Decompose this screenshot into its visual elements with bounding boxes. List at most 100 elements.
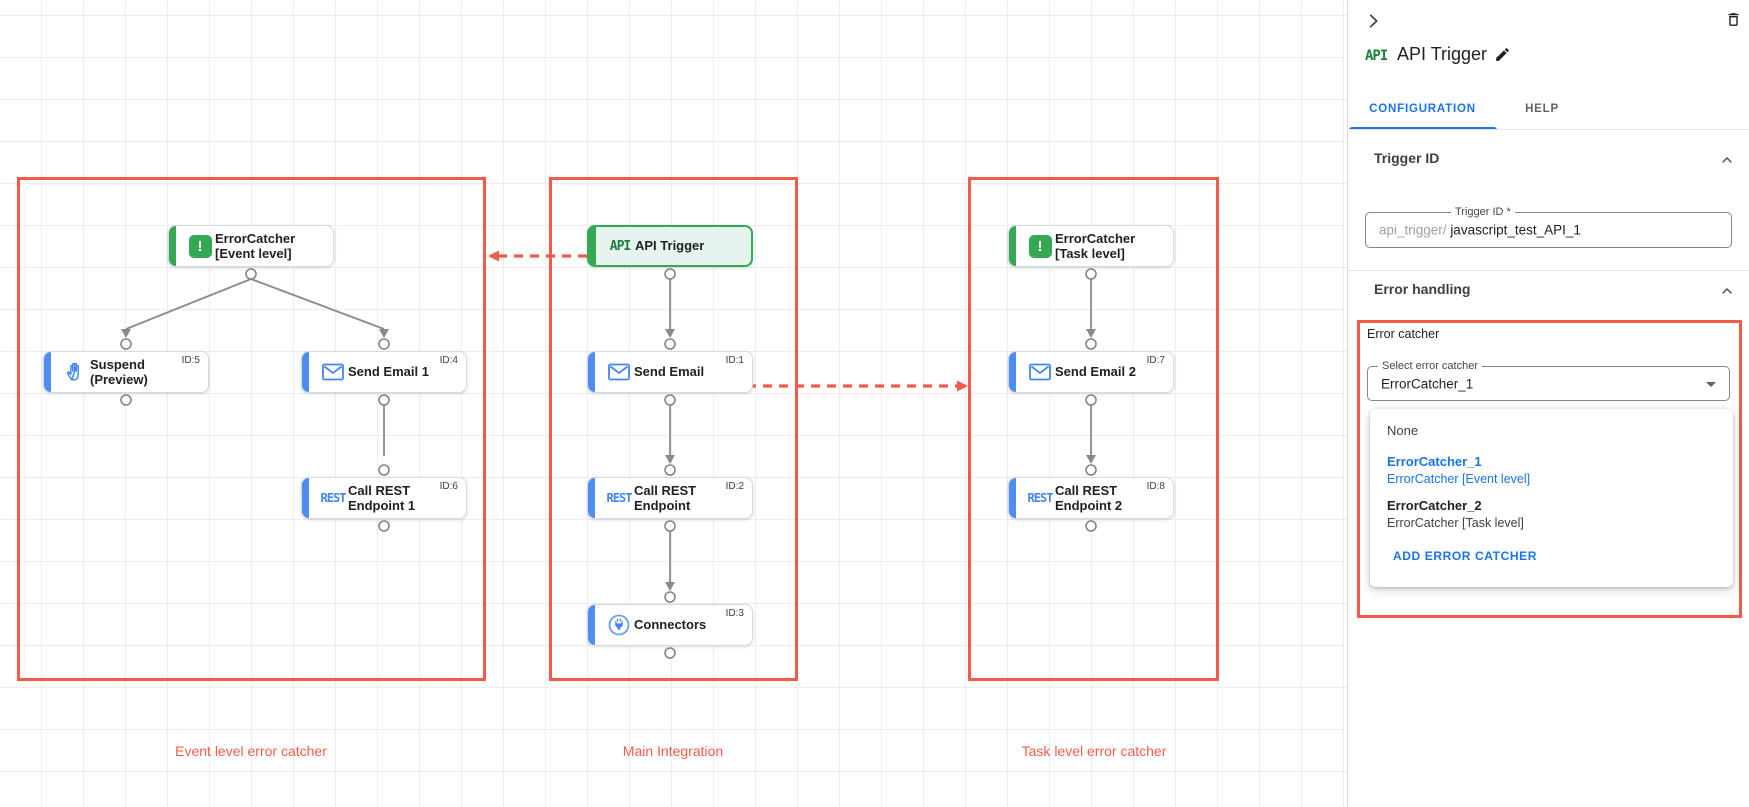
node-accent-bar [1009, 478, 1016, 518]
delete-trigger-icon[interactable] [1725, 11, 1742, 33]
node-accent-bar [588, 478, 595, 518]
node-label: Send Email [634, 364, 705, 380]
collapse-error-handling-icon[interactable] [1719, 283, 1735, 304]
node-label-2: Endpoint 2 [1055, 498, 1123, 513]
task-level-group-label: Task level error catcher [1021, 743, 1167, 759]
trigger-id-text: javascript_test_API_1 [1450, 222, 1581, 238]
node-label: Call REST [348, 482, 411, 498]
email-icon [1025, 362, 1055, 382]
node-send-email[interactable]: Send Email ID:1 [587, 351, 753, 393]
main-integration-group-label: Main Integration [622, 743, 724, 759]
node-accent-bar [1009, 226, 1016, 266]
node-id-badge: ID:1 [725, 355, 744, 366]
select-error-catcher-label: Select error catcher [1378, 360, 1482, 372]
workflow-canvas[interactable]: Event level error catcher Main Integrati… [0, 0, 1347, 807]
node-id-badge: ID:2 [725, 481, 744, 492]
select-error-catcher-value: ErrorCatcher_1 [1381, 376, 1474, 391]
trigger-id-value: api_trigger/ javascript_test_API_1 [1379, 223, 1581, 238]
tab-configuration[interactable]: CONFIGURATION [1369, 103, 1476, 115]
event-level-group-label: Event level error catcher [175, 743, 327, 759]
rest-icon: REST [1027, 491, 1054, 505]
option-none[interactable]: None [1387, 423, 1418, 438]
collapse-panel-icon[interactable] [1364, 12, 1382, 35]
node-suspend[interactable]: Suspend(Preview) ID:5 [43, 351, 209, 393]
option-detail: ErrorCatcher [Task level] [1387, 516, 1524, 530]
option-name: None [1387, 423, 1419, 438]
email-icon [318, 362, 348, 382]
main-integration-group-box [549, 177, 798, 681]
node-accent-bar [588, 352, 595, 392]
node-label: API Trigger [635, 238, 705, 254]
error-catcher-icon: ! [185, 234, 215, 258]
option-error-catcher-1[interactable]: ErrorCatcher_1 ErrorCatcher [Event level… [1387, 454, 1530, 486]
connectors-icon [604, 613, 634, 637]
add-error-catcher-button[interactable]: ADD ERROR CATCHER [1393, 549, 1537, 563]
node-error-catcher-task-level[interactable]: ! ErrorCatcher[Task level] [1008, 225, 1174, 267]
panel-title: API Trigger [1397, 44, 1488, 64]
error-catcher-highlight-box [1357, 320, 1742, 618]
node-label-2: (Preview) [90, 372, 148, 387]
collapse-trigger-id-icon[interactable] [1719, 152, 1735, 173]
option-detail: ErrorCatcher [Event level] [1387, 472, 1531, 486]
node-label-2: Endpoint [634, 498, 691, 513]
node-accent-bar [44, 352, 51, 392]
node-label-2: [Task level] [1055, 246, 1125, 261]
node-label: Send Email 1 [348, 364, 429, 380]
node-accent-bar [1009, 352, 1016, 392]
node-accent-bar [589, 227, 596, 265]
node-label: ErrorCatcher [1055, 230, 1136, 246]
node-api-trigger[interactable]: API API Trigger [587, 225, 753, 267]
node-label-2: Endpoint 1 [348, 498, 416, 513]
api-trigger-badge: API [1365, 48, 1388, 64]
node-label: Call REST [634, 482, 697, 498]
trigger-id-field-label: Trigger ID * [1451, 206, 1515, 218]
node-id-badge: ID:8 [1146, 481, 1165, 492]
select-error-catcher[interactable]: Select error catcher ErrorCatcher_1 [1367, 360, 1730, 401]
task-level-group-box [968, 177, 1219, 681]
config-panel: API API Trigger CONFIGURATION HELP Trigg… [1347, 0, 1749, 807]
node-connectors[interactable]: Connectors ID:3 [587, 604, 753, 646]
rest-icon: REST [606, 491, 633, 505]
divider [1348, 270, 1749, 271]
panel-tabs: CONFIGURATION HELP [1348, 88, 1749, 130]
trigger-id-prefix: api_trigger/ [1379, 222, 1447, 238]
node-label: Send Email 2 [1055, 364, 1136, 380]
api-icon: API [609, 238, 632, 254]
rest-icon: REST [320, 491, 347, 505]
node-label: Call REST [1055, 482, 1118, 498]
node-send-email-2[interactable]: Send Email 2 ID:7 [1008, 351, 1174, 393]
error-catcher-icon: ! [1025, 234, 1055, 258]
node-accent-bar [169, 226, 176, 266]
error-catcher-dropdown: None ErrorCatcher_1 ErrorCatcher [Event … [1370, 409, 1733, 587]
node-error-catcher-event-level[interactable]: ! ErrorCatcher[Event level] [168, 225, 334, 267]
dropdown-caret-icon [1706, 381, 1716, 387]
active-tab-underline [1349, 127, 1497, 130]
node-id-badge: ID:4 [439, 355, 458, 366]
node-accent-bar [302, 352, 309, 392]
node-accent-bar [588, 605, 595, 645]
tab-help[interactable]: HELP [1525, 103, 1559, 115]
error-catcher-label: Error catcher [1367, 327, 1440, 341]
node-label: ErrorCatcher [215, 230, 296, 246]
option-name: ErrorCatcher_1 [1387, 454, 1482, 469]
option-error-catcher-2[interactable]: ErrorCatcher_2 ErrorCatcher [Task level] [1387, 498, 1524, 530]
node-id-badge: ID:7 [1146, 355, 1165, 366]
trigger-id-field[interactable]: Trigger ID * api_trigger/ javascript_tes… [1365, 206, 1732, 248]
error-handling-section-heading: Error handling [1374, 281, 1471, 297]
node-label: Suspend [90, 356, 145, 372]
email-icon [604, 362, 634, 382]
node-id-badge: ID:3 [725, 608, 744, 619]
node-label: Connectors [634, 617, 707, 633]
edit-title-pencil-icon[interactable] [1494, 46, 1511, 68]
event-level-group-box [17, 177, 486, 681]
node-id-badge: ID:6 [439, 481, 458, 492]
node-send-email-1[interactable]: Send Email 1 ID:4 [301, 351, 467, 393]
divider [1348, 129, 1749, 130]
option-name: ErrorCatcher_2 [1387, 498, 1482, 513]
node-id-badge: ID:5 [181, 355, 200, 366]
node-accent-bar [302, 478, 309, 518]
node-label-2: [Event level] [215, 246, 292, 261]
